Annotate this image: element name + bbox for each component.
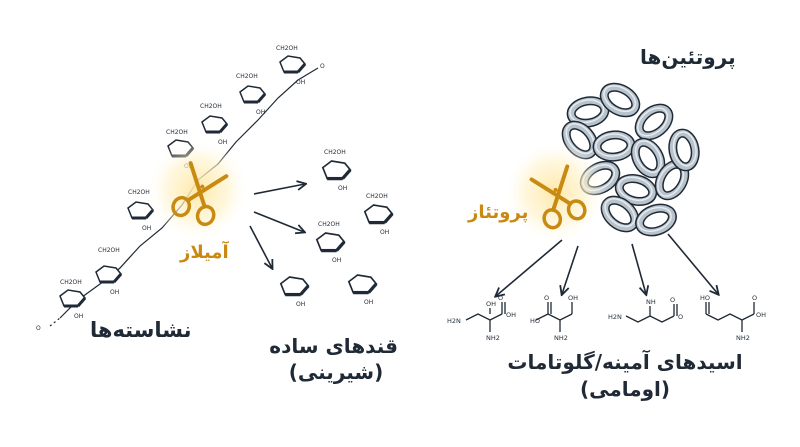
amino-acids [466,302,754,332]
oh-label: OH [486,300,496,308]
amylase-label: آمیلاز [180,242,229,263]
nh2-label: NH2 [554,334,568,342]
ch2oh-label: CH2OH [324,149,346,156]
starch-label: نشاسته‌ها [90,318,192,342]
arrow-icon [249,225,272,268]
nh-label: NH [646,298,656,306]
sweet-label: (شیرینی) [288,360,384,384]
arrow-icon [253,184,305,195]
o-label: O [752,294,757,302]
sugar-ring-icon [321,159,352,181]
protease-label: پروتئاز [468,202,529,223]
oh-label: OH [256,109,265,116]
sugar-ring-icon [279,275,310,297]
oh-label: OH [110,289,119,296]
amino-acids-label: اسیدهای آمینه/گلوتامات [507,350,743,374]
oh-label: OH [218,139,227,146]
ch2oh-label: CH2OH [236,73,258,80]
ch2oh-label: CH2OH [366,193,388,200]
o-label: O [670,296,675,304]
oh-label: OH [338,185,347,192]
protease-arrows [496,233,718,296]
oh-label: OH [74,313,83,320]
h2n-label: H2N [447,317,461,325]
amino-acid-structure [626,304,677,322]
oh-label: OH [142,225,151,232]
amino-acid-structure [536,302,572,332]
o-label: O [498,294,503,302]
ch2oh-label: CH2OH [318,221,340,228]
arrow-icon [562,245,579,294]
ho-label: HO [700,294,710,302]
ch2oh-label: CH2OH [276,45,298,52]
ch2oh-label: CH2OH [128,189,150,196]
oh-label: OH [296,79,305,86]
simple-sugars-label: قندهای ساده [269,334,398,358]
oh-label: OH [332,257,341,264]
arrow-icon [667,233,718,294]
o-label: O [678,313,683,321]
oh-label: OH [756,311,766,319]
sugar-ring-icon [347,273,378,295]
o-label: O [544,294,549,302]
amylase-arrows [249,184,305,268]
arrow-icon [631,243,646,294]
ch2oh-label: CH2OH [60,279,82,286]
oh-label: OH [364,299,373,306]
sugar-ring-icon [278,54,307,74]
oh-label: OH [380,229,389,236]
ch2oh-label: CH2OH [200,103,222,110]
sugar-ring-icon [315,231,346,253]
ch2oh-label: CH2OH [166,129,188,136]
chain-end-label: O [36,325,41,332]
oh-label: OH [506,311,516,319]
sugar-ring-icon [363,203,394,225]
oh-label: OH [296,301,305,308]
arrow-icon [253,211,304,232]
ho-label: HO [530,317,540,325]
o-label: O [320,63,325,70]
proteins-label: پروتئین‌ها [640,45,736,69]
h2n-label: H2N [608,313,622,321]
umami-label: (اومامی) [579,377,671,401]
sugar-ring-icon [58,288,87,308]
amino-acid-structure [466,302,505,332]
sugar-ring-icon [200,114,229,134]
ch2oh-label: CH2OH [98,247,120,254]
nh2-label: NH2 [486,334,500,342]
amino-acid-structure [706,302,754,332]
sugar-ring-icon [238,84,267,104]
arrow-icon [496,239,563,296]
nh2-label: NH2 [736,334,750,342]
sugar-ring-icon [94,264,123,284]
simple-sugars: CH2OH CH2OH CH2OH OH OH OH OH OH [279,149,394,308]
oh-label: OH [568,294,578,302]
